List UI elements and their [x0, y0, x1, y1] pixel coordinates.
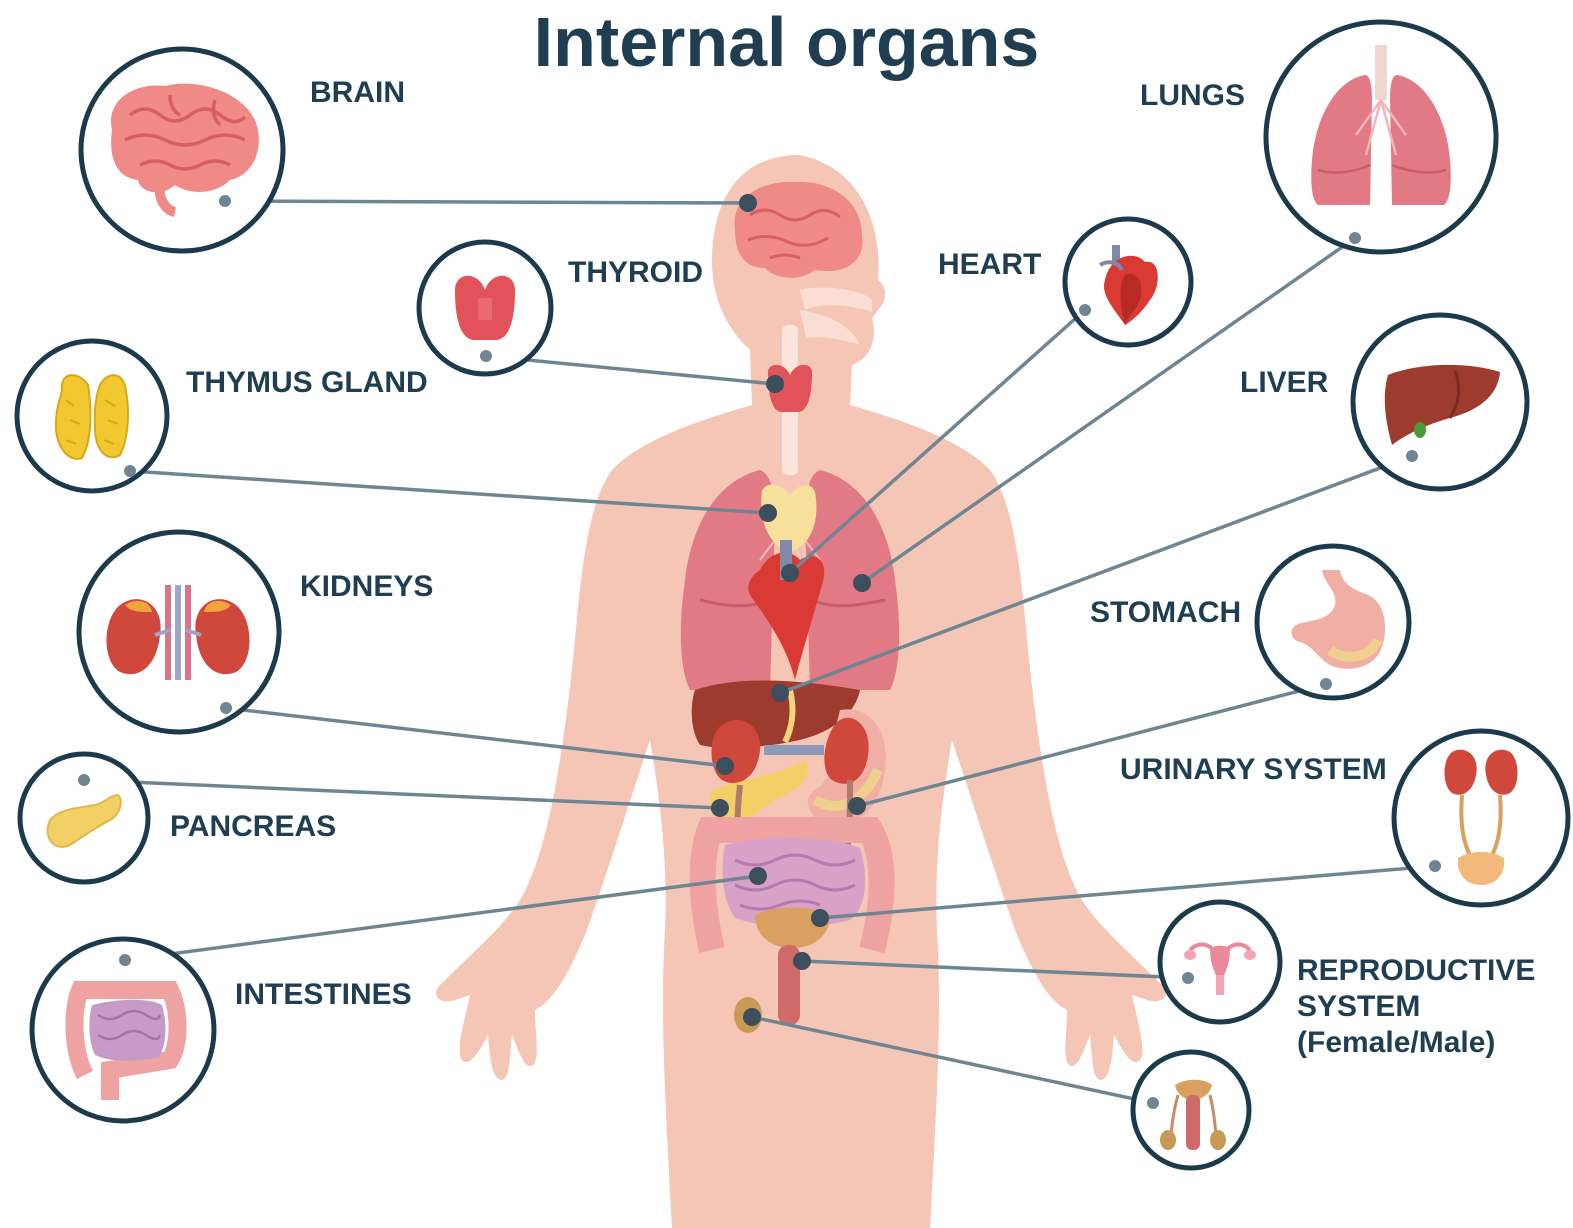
thymus-circle: [17, 341, 167, 491]
label-brain: BRAIN: [310, 76, 405, 110]
cdot-thyroid: [480, 350, 492, 362]
dot-reproductive-male: [743, 1008, 761, 1026]
cdot-lungs: [1349, 232, 1361, 244]
cdot-reproductive-male: [1147, 1097, 1159, 1109]
label-liver: LIVER: [1240, 366, 1328, 400]
cdot-thymus: [124, 465, 136, 477]
cdot-heart: [1079, 304, 1091, 316]
label-thyroid: THYROID: [568, 256, 703, 290]
label-reproductive: REPRODUCTIVE SYSTEM (Female/Male): [1297, 953, 1535, 1061]
label-lungs: LUNGS: [1140, 79, 1245, 113]
dot-stomach: [848, 797, 866, 815]
label-thymus: THYMUS GLAND: [186, 366, 428, 400]
dot-pancreas: [711, 799, 729, 817]
label-urinary: URINARY SYSTEM: [1120, 753, 1387, 787]
label-heart: HEART: [938, 248, 1041, 282]
leader-intestines: [125, 876, 758, 960]
dot-intestines: [749, 867, 767, 885]
cdot-kidneys: [220, 702, 232, 714]
cdot-reproductive-female: [1182, 972, 1194, 984]
dot-urinary: [811, 909, 829, 927]
label-stomach: STOMACH: [1090, 596, 1241, 630]
cdot-brain: [219, 195, 231, 207]
leader-brain: [225, 201, 748, 203]
label-reproductive-line2: SYSTEM: [1297, 989, 1535, 1025]
dot-kidneys: [716, 757, 734, 775]
cdot-pancreas: [78, 774, 90, 786]
dot-liver: [771, 684, 789, 702]
renal-vessels: [764, 745, 824, 755]
dot-thyroid: [766, 375, 784, 393]
cdot-stomach: [1320, 678, 1332, 690]
label-intestines: INTESTINES: [235, 978, 412, 1012]
cdot-urinary: [1429, 860, 1441, 872]
dot-thymus: [759, 504, 777, 522]
label-pancreas: PANCREAS: [170, 810, 336, 844]
label-reproductive-line1: REPRODUCTIVE: [1297, 953, 1535, 989]
label-reproductive-line3: (Female/Male): [1297, 1025, 1535, 1061]
dot-heart: [781, 564, 799, 582]
dot-reproductive-female: [793, 952, 811, 970]
cdot-intestines: [119, 954, 131, 966]
dot-brain: [739, 194, 757, 212]
label-kidneys: KIDNEYS: [300, 570, 433, 604]
dot-lungs: [853, 574, 871, 592]
cdot-liver: [1406, 450, 1418, 462]
